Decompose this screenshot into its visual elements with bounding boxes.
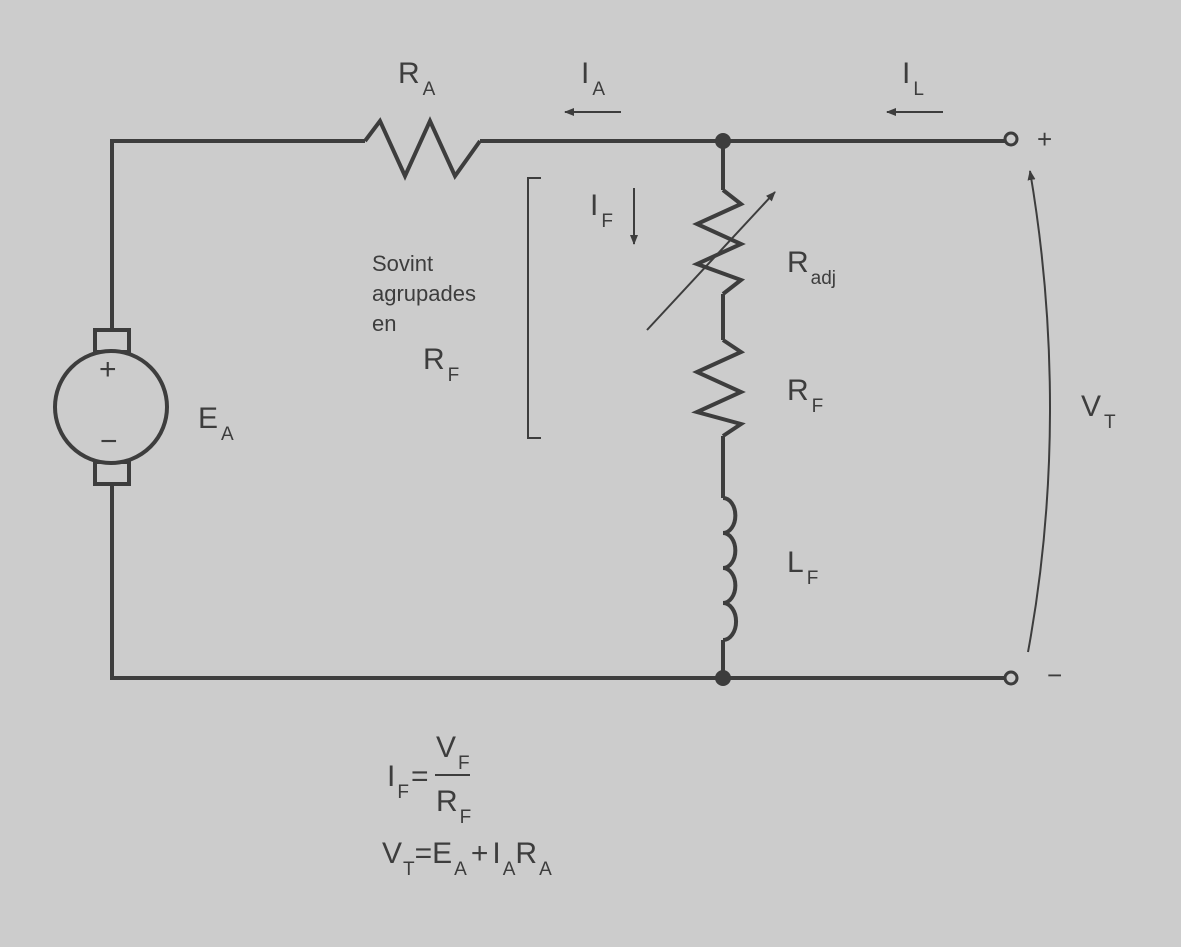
bottom-node	[715, 670, 731, 686]
source-plus-sign: +	[99, 353, 117, 386]
brush-bottom	[93, 460, 131, 486]
minus-terminal-sign: −	[1047, 660, 1062, 690]
source-minus-sign: −	[100, 425, 118, 458]
negative-terminal	[1003, 670, 1019, 686]
armature-resistor	[363, 116, 482, 181]
brush-top	[93, 328, 131, 354]
top-left-wire	[110, 139, 365, 330]
adjustable-arrow	[646, 191, 776, 331]
note-line-3: en	[372, 311, 396, 336]
field-inductor	[722, 496, 739, 642]
plus-terminal-sign: +	[1037, 124, 1052, 154]
note-line-1: Sovint	[372, 251, 433, 276]
vt-arrow	[1027, 170, 1051, 653]
grouping-bracket	[527, 177, 541, 439]
generator-armature	[53, 349, 169, 465]
top-node	[715, 133, 731, 149]
positive-terminal	[1003, 131, 1019, 147]
note-line-2: agrupades	[372, 281, 476, 306]
adjustable-resistor	[691, 188, 746, 296]
field-resistor	[691, 338, 746, 438]
bottom-wire	[110, 485, 1005, 680]
